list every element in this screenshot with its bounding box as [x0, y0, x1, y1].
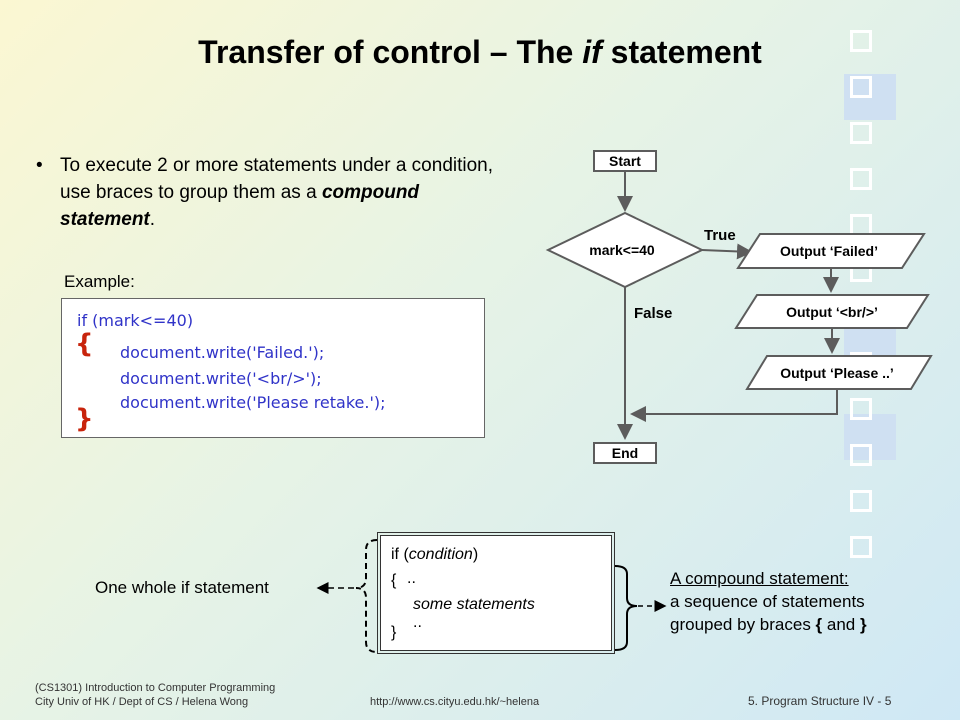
title-italic: if: [582, 34, 602, 70]
bullet-text-end: .: [149, 209, 156, 230]
code-line-write-please: document.write('Please retake.');: [120, 393, 386, 412]
compound-line3-prefix: grouped by braces: [670, 615, 816, 634]
compound-line2: a sequence of statements: [670, 592, 865, 611]
compound-bracket: [614, 565, 638, 651]
code-example-box: if (mark<=40) { document.write('Failed.'…: [61, 298, 485, 438]
decision-node: mark<=40: [545, 211, 705, 289]
code-open-brace: {: [75, 329, 94, 359]
code-close-brace: }: [75, 404, 94, 434]
end-label: End: [612, 445, 638, 461]
start-node: Start: [593, 150, 657, 172]
template-if-prefix: if (: [391, 546, 409, 563]
output-please-label: Output ‘Please ..’: [780, 365, 894, 381]
whole-if-label: One whole if statement: [95, 578, 269, 597]
output-please-node: Output ‘Please ..’: [745, 355, 933, 390]
arrow-output3-to-merge: [630, 389, 838, 422]
compound-brace-open: {: [815, 615, 823, 634]
compound-line3-mid: and: [822, 615, 860, 634]
output-failed-node: Output ‘Failed’: [736, 233, 926, 269]
start-label: Start: [609, 153, 641, 169]
compound-line3: grouped by braces { and }: [670, 613, 867, 636]
template-dots-bottom: ..: [413, 614, 422, 631]
title-suffix: statement: [601, 34, 762, 70]
bullet-symbol: •: [36, 155, 43, 176]
compound-heading: A compound statement:: [670, 569, 849, 588]
template-if-line: if (condition): [391, 546, 478, 564]
compound-brace-close: }: [859, 615, 867, 634]
code-line-write-failed: document.write('Failed.');: [120, 343, 325, 362]
footer-page: 5. Program Structure IV - 5: [748, 694, 892, 708]
template-dots-top: ..: [407, 570, 416, 587]
bullet-emphasis: compound statement: [60, 182, 420, 230]
whole-if-bracket: [355, 539, 378, 653]
output-failed-label: Output ‘Failed’: [780, 243, 878, 259]
arrow-true-branch: [701, 243, 753, 260]
false-label: False: [634, 305, 672, 322]
footer-course: (CS1301) Introduction to Computer Progra…: [35, 682, 276, 694]
template-if-suffix: ): [472, 546, 479, 563]
true-label: True: [704, 227, 736, 244]
example-label: Example:: [64, 272, 135, 291]
bullet-point: • To execute 2 or more statements under …: [36, 152, 506, 233]
slide-title: Transfer of control – The if statement: [0, 34, 960, 71]
template-condition: condition: [408, 546, 473, 563]
template-statements: some statements: [413, 596, 535, 613]
title-prefix: Transfer of control – The: [198, 34, 583, 70]
end-node: End: [593, 442, 657, 464]
code-line-if: if (mark<=40): [77, 311, 194, 330]
bullet-text: To execute 2 or more statements under a …: [60, 155, 494, 203]
output-br-label: Output ‘<br/>’: [786, 304, 878, 320]
decision-label: mark<=40: [589, 242, 655, 258]
code-line-write-br: document.write('<br/>');: [120, 369, 322, 388]
if-template-box: if (condition) { .. some statements .. }: [377, 532, 615, 654]
footer-url: http://www.cs.cityu.edu.hk/~helena: [370, 696, 540, 708]
footer-dept: City Univ of HK / Dept of CS / Helena Wo…: [35, 696, 249, 708]
compound-description: A compound statement: a sequence of stat…: [670, 567, 867, 636]
template-close-brace: }: [391, 624, 397, 641]
output-br-node: Output ‘<br/>’: [734, 294, 930, 329]
template-open-brace: {: [391, 572, 397, 589]
